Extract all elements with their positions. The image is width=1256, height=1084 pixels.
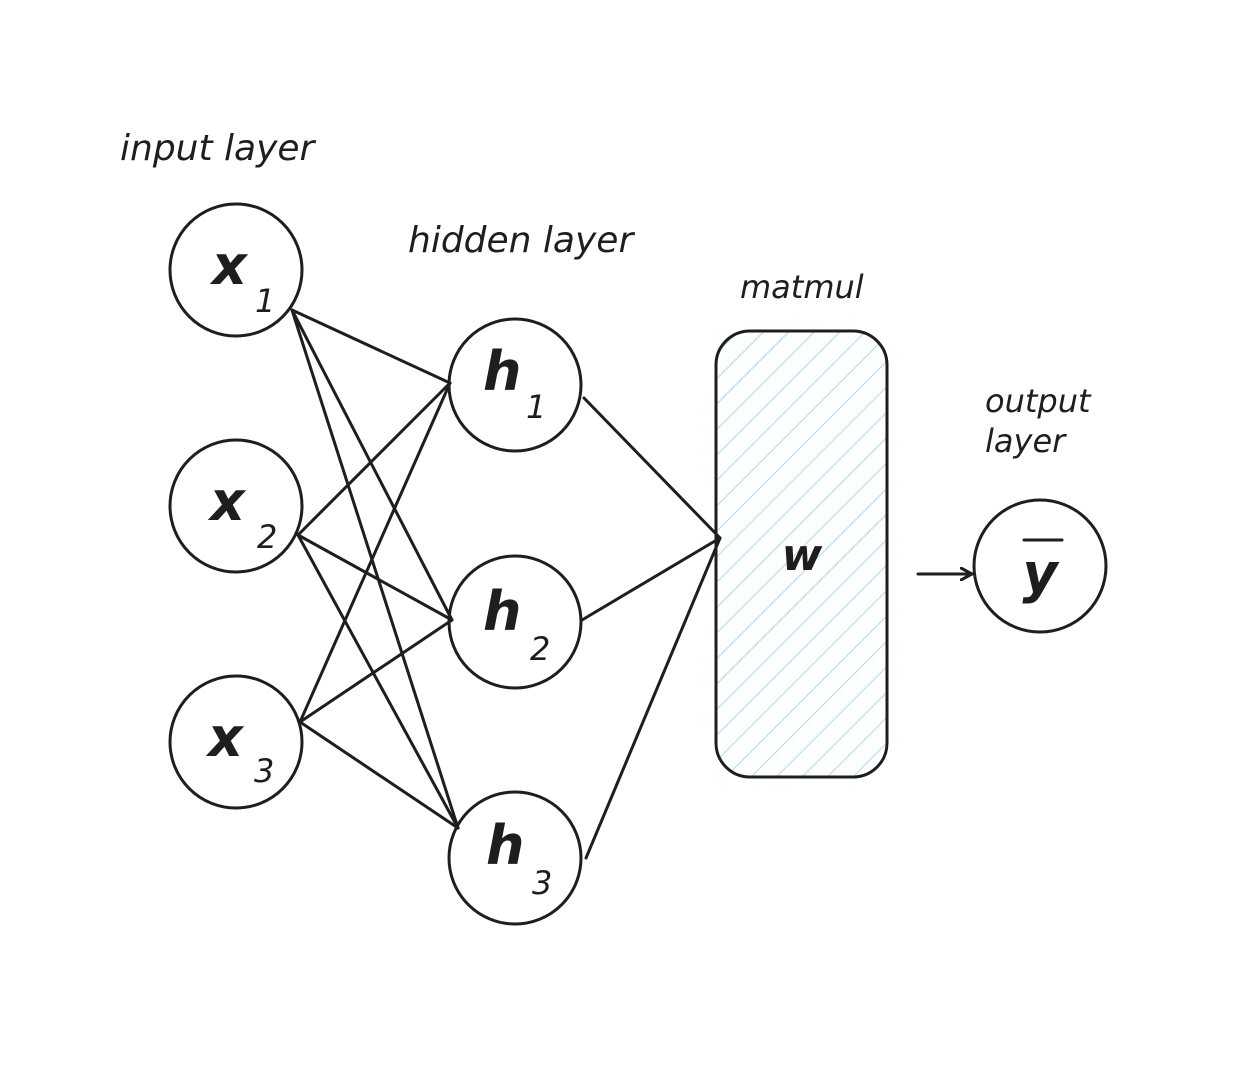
edge-h2-w	[580, 536, 722, 622]
hidden-node-h3-sub: 3	[532, 864, 552, 902]
input-node-x2-circle	[168, 438, 304, 574]
hidden-node-h2: h 2	[447, 554, 583, 690]
input-node-x3-sub: 3	[254, 752, 274, 790]
input-node-x2-sub: 2	[257, 518, 277, 556]
input-node-x3-main: x	[205, 706, 245, 769]
edge-x2-h2	[296, 533, 454, 622]
matmul-rect	[714, 329, 889, 779]
output-node-main: y	[1022, 542, 1060, 605]
edge-x3-h1	[298, 381, 452, 724]
hidden-node-h2-circle	[447, 554, 583, 690]
hidden-node-h1: h 1	[447, 317, 583, 453]
edge-x3-h2	[298, 618, 454, 724]
hidden-node-h3: h 3	[447, 790, 583, 926]
hidden-node-h2-main: h	[483, 580, 521, 643]
input-node-x1-main: x	[209, 234, 249, 297]
input-node-x1: x 1	[168, 202, 304, 338]
weight-matrix-label: w	[782, 530, 823, 581]
matmul-title: matmul	[740, 268, 864, 306]
matmul-hatch-fill	[716, 331, 887, 777]
hidden-node-h3-circle	[447, 790, 583, 926]
edge-x2-h3	[296, 533, 460, 830]
input-node-x1-sub: 1	[255, 282, 275, 320]
edge-x3-h3	[298, 720, 460, 830]
edge-x2-h1	[296, 381, 452, 537]
hidden-node-h1-circle	[447, 317, 583, 453]
hidden-node-h1-main: h	[483, 340, 521, 403]
input-layer-title: input layer	[120, 128, 317, 169]
input-node-x3-circle	[168, 674, 304, 810]
edge-h3-w	[584, 536, 722, 860]
input-node-x3: x 3	[168, 674, 304, 810]
input-hidden-connections	[290, 308, 460, 830]
hidden-node-h1-sub: 1	[526, 388, 546, 426]
input-node-x2: x 2	[168, 438, 304, 574]
input-node-x2-main: x	[207, 470, 247, 533]
hidden-node-h3-main: h	[486, 814, 524, 877]
hidden-node-h2-sub: 2	[530, 630, 550, 668]
edge-x1-h2	[290, 308, 454, 622]
output-layer-title-line1: output	[985, 382, 1092, 420]
edge-h1-w	[582, 396, 722, 540]
matmul-block: w	[714, 329, 889, 779]
output-node: y	[972, 498, 1108, 634]
edge-x1-h1	[290, 308, 452, 385]
edge-x1-h3	[290, 308, 460, 830]
output-layer-title-line2: layer	[985, 422, 1067, 460]
output-node-circle	[972, 498, 1108, 634]
input-node-x1-circle	[168, 202, 304, 338]
hidden-layer-title: hidden layer	[408, 220, 635, 261]
hidden-matrix-connections	[580, 396, 722, 860]
